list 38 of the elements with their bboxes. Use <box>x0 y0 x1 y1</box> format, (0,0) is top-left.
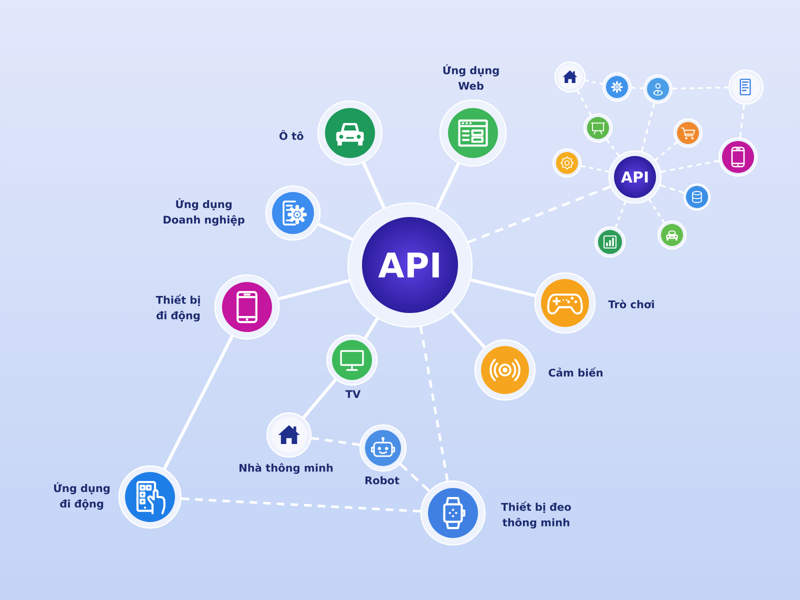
dashed-line <box>660 160 719 173</box>
item-label: Cảm biến <box>548 367 602 377</box>
dashed-line <box>419 326 449 482</box>
dashed-line <box>576 90 592 116</box>
dashed-line <box>640 102 656 152</box>
connector-line <box>450 310 486 348</box>
dashed-line <box>585 79 603 85</box>
connector-line <box>436 162 460 210</box>
connector-line <box>302 378 337 419</box>
dashed-line <box>399 463 430 492</box>
dashed-line <box>614 202 626 228</box>
item-label: Ứng dụng Doanh nghiệp <box>164 198 244 226</box>
dashed-line <box>468 186 611 244</box>
item-label: Ứng dụng đi động <box>54 482 110 510</box>
item-label: TV <box>345 390 361 398</box>
connector-line <box>362 162 386 209</box>
dashed-line <box>654 142 678 161</box>
connector-line <box>162 335 234 470</box>
connector-line <box>278 279 350 300</box>
dashed-line <box>672 86 728 90</box>
connector-line <box>318 222 354 242</box>
dashed-line <box>311 436 360 446</box>
dashed-line <box>606 139 620 156</box>
item-label: Thiết bị đeo thông minh <box>501 502 571 528</box>
dashed-line <box>182 497 421 513</box>
item-label: Robot <box>365 476 400 484</box>
dashed-line <box>581 165 610 173</box>
dashed-line <box>739 104 745 138</box>
item-label: Trò chơi <box>608 300 654 308</box>
dashed-line <box>660 184 684 194</box>
item-label: Ô tô <box>280 130 304 140</box>
item-label: Thiết bị đi động <box>156 294 200 322</box>
item-label: Nhà thông minh <box>240 463 333 474</box>
dashed-line <box>648 198 665 224</box>
connector-line <box>470 278 536 298</box>
item-label: Ứng dụng Web <box>443 64 499 90</box>
connector-line <box>364 318 379 339</box>
dashed-line <box>632 86 644 90</box>
